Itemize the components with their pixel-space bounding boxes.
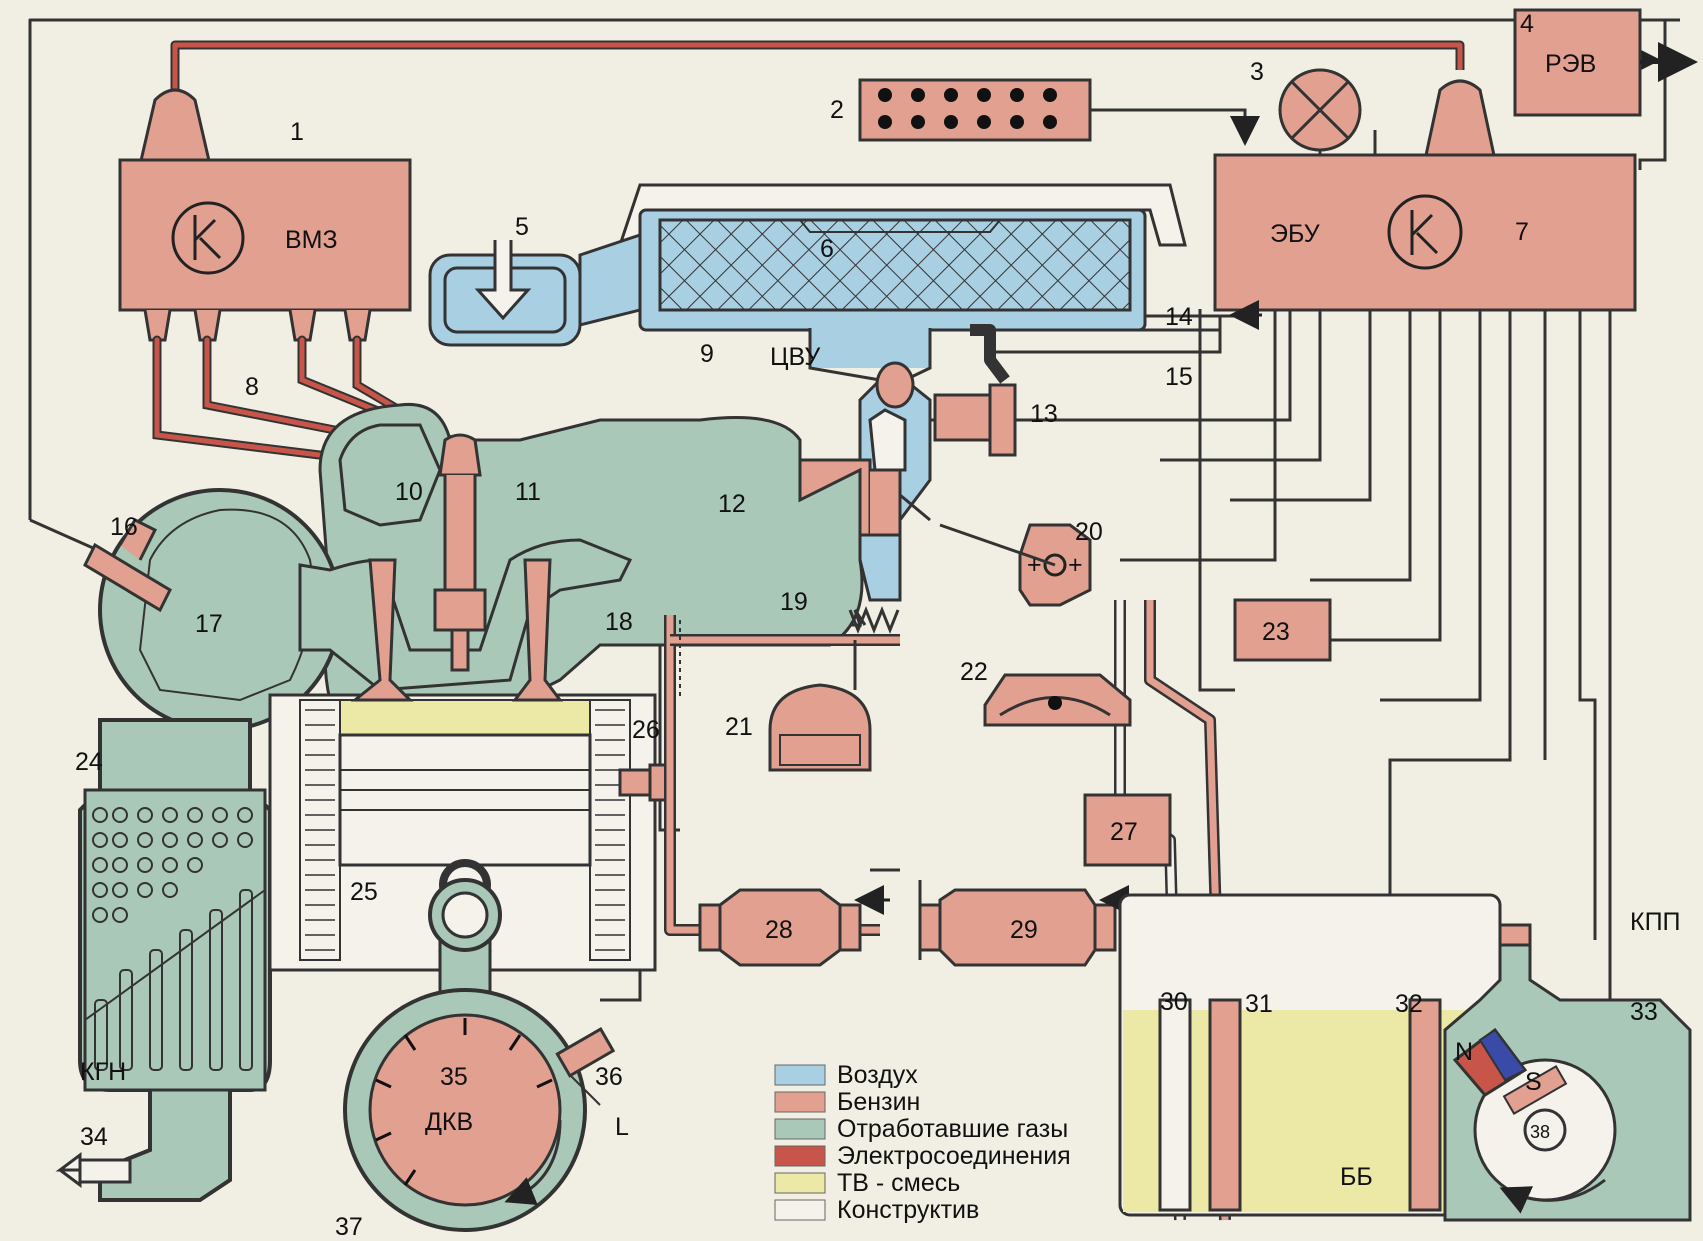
label-1: 1 <box>290 118 304 146</box>
label-13: 13 <box>1030 400 1058 428</box>
rotation-arrow-icon <box>504 1119 562 1205</box>
sensor-22 <box>983 673 1132 727</box>
label-ebu: ЭБУ <box>1270 220 1320 248</box>
label-23: 23 <box>1262 618 1290 646</box>
catalyst-24 <box>55 788 267 1188</box>
label-30: 30 <box>1160 988 1188 1016</box>
label-26: 26 <box>632 716 660 744</box>
air-filter <box>617 183 1187 382</box>
legend-label: ТВ - смесь <box>837 1169 960 1197</box>
ignition-coil-icon <box>171 201 245 275</box>
label-27: 27 <box>1110 818 1138 846</box>
air-inlet <box>428 232 642 347</box>
ignition-coil-icon <box>1387 194 1463 270</box>
label-8: 8 <box>245 373 259 401</box>
block-23 <box>1233 598 1332 662</box>
label-22: 22 <box>960 658 988 686</box>
label-rev: РЭВ <box>1545 50 1596 78</box>
lamp-icon <box>1278 68 1362 152</box>
svg-text:+: + <box>1027 551 1042 579</box>
canister-28 <box>698 888 862 967</box>
air-inlet-arrow-icon <box>474 240 532 321</box>
label-l: L <box>615 1113 629 1141</box>
legend-label: Отработавшие газы <box>837 1115 1068 1143</box>
idle-valve-13 <box>933 383 1017 457</box>
rotation-arrow-icon <box>1499 1178 1606 1214</box>
label-9: 9 <box>700 340 714 368</box>
block-27 <box>1083 793 1172 867</box>
legend-label: Конструктив <box>837 1196 979 1224</box>
label-34: 34 <box>80 1123 108 1151</box>
label-33: 33 <box>1630 998 1658 1026</box>
label-14: 14 <box>1165 303 1193 331</box>
tps-20: ++ <box>939 523 1092 607</box>
legend-swatch <box>774 1172 826 1194</box>
legend-swatch <box>774 1145 826 1167</box>
rev-block <box>1513 8 1698 117</box>
label-4: 4 <box>1520 10 1534 38</box>
label-10: 10 <box>395 478 423 506</box>
label-16: 16 <box>110 513 138 541</box>
label-bb: ББ <box>1340 1163 1373 1191</box>
purge-valve-29 <box>918 888 1117 967</box>
label-20: 20 <box>1075 518 1103 546</box>
legend-label: Электросоединения <box>837 1142 1071 1170</box>
label-19: 19 <box>780 588 808 616</box>
label-s: S <box>1525 1068 1542 1096</box>
label-3: 3 <box>1250 58 1264 86</box>
label-31: 31 <box>1245 990 1273 1018</box>
legend-swatch <box>774 1118 826 1140</box>
label-7: 7 <box>1515 218 1529 246</box>
label-n: N <box>1455 1038 1473 1066</box>
label-vmz: ВМЗ <box>285 226 338 254</box>
label-cvu: ЦВУ <box>770 343 820 371</box>
label-18: 18 <box>605 608 633 636</box>
label-17: 17 <box>195 610 223 638</box>
legend-label: Бензин <box>837 1088 920 1116</box>
label-dkv: ДКВ <box>425 1108 473 1136</box>
vmz-block <box>118 88 412 342</box>
label-35: 35 <box>440 1063 468 1091</box>
label-38: 38 <box>1530 1122 1550 1142</box>
label-11: 11 <box>515 478 541 506</box>
fuel-rail-connector <box>858 78 1092 142</box>
label-25: 25 <box>350 878 378 906</box>
legend-swatch <box>774 1064 826 1086</box>
label-37: 37 <box>335 1213 363 1241</box>
label-24: 24 <box>75 748 103 776</box>
label-32: 32 <box>1395 990 1423 1018</box>
crankshaft-sensor <box>343 878 616 1232</box>
svg-text:+: + <box>1068 551 1083 579</box>
ebu-block <box>1213 79 1637 312</box>
gearbox-sensor <box>1443 923 1692 1222</box>
fuel-regulator-21 <box>768 605 900 772</box>
labels: 1 2 3 4 5 6 7 8 9 10 11 12 13 14 15 16 1… <box>75 10 1681 1241</box>
label-15: 15 <box>1165 363 1193 391</box>
label-12: 12 <box>718 490 746 518</box>
legend-swatch <box>774 1199 826 1221</box>
label-kpp: КПП <box>1630 908 1681 936</box>
label-kgn: КГН <box>80 1058 126 1086</box>
legend-swatch <box>774 1091 826 1113</box>
label-21: 21 <box>725 713 753 741</box>
fuel-tank <box>1118 893 1502 1217</box>
label-28: 28 <box>765 916 793 944</box>
label-5: 5 <box>515 213 529 241</box>
label-36: 36 <box>595 1063 623 1091</box>
label-29: 29 <box>1010 916 1038 944</box>
label-6: 6 <box>820 235 834 263</box>
legend-label: Воздух <box>837 1061 918 1089</box>
label-2: 2 <box>830 96 844 124</box>
